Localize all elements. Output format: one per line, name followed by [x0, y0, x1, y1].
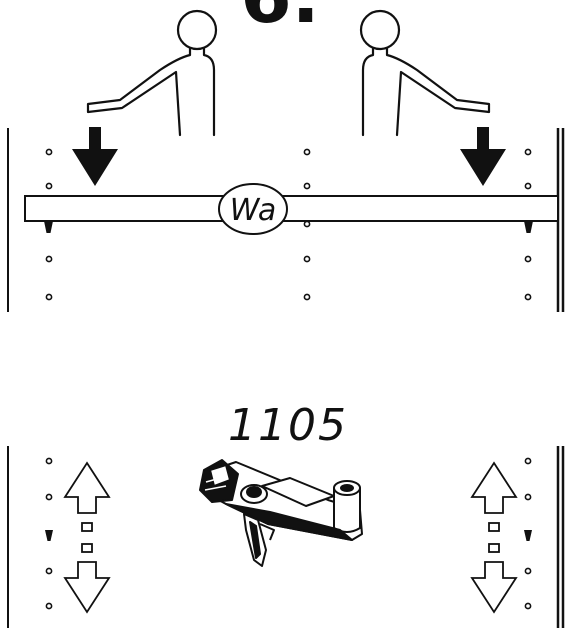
- shelf-support-clip-icon: [199, 459, 363, 567]
- arrow-down-icon: [72, 127, 118, 186]
- double-arrow-up-down-icon: [63, 461, 111, 614]
- lower-holes: [45, 457, 532, 610]
- board-label: Wa: [230, 193, 276, 228]
- person-lifting-icon: [86, 9, 218, 137]
- shelf-peg-right: [524, 221, 533, 233]
- part-number: 1105: [228, 400, 348, 451]
- upper-holes: [45, 148, 532, 301]
- board-label-tag: Wa: [218, 183, 288, 235]
- double-arrow-up-down-icon: [470, 461, 518, 614]
- arrow-down-icon: [460, 127, 506, 186]
- person-lifting-icon: [359, 9, 491, 137]
- shelf-peg-small: [45, 530, 532, 541]
- shelf-peg-left: [44, 221, 53, 233]
- shelf-board: [24, 195, 559, 233]
- lower-cabinet: [7, 446, 565, 628]
- step-number: 6.: [240, 0, 320, 40]
